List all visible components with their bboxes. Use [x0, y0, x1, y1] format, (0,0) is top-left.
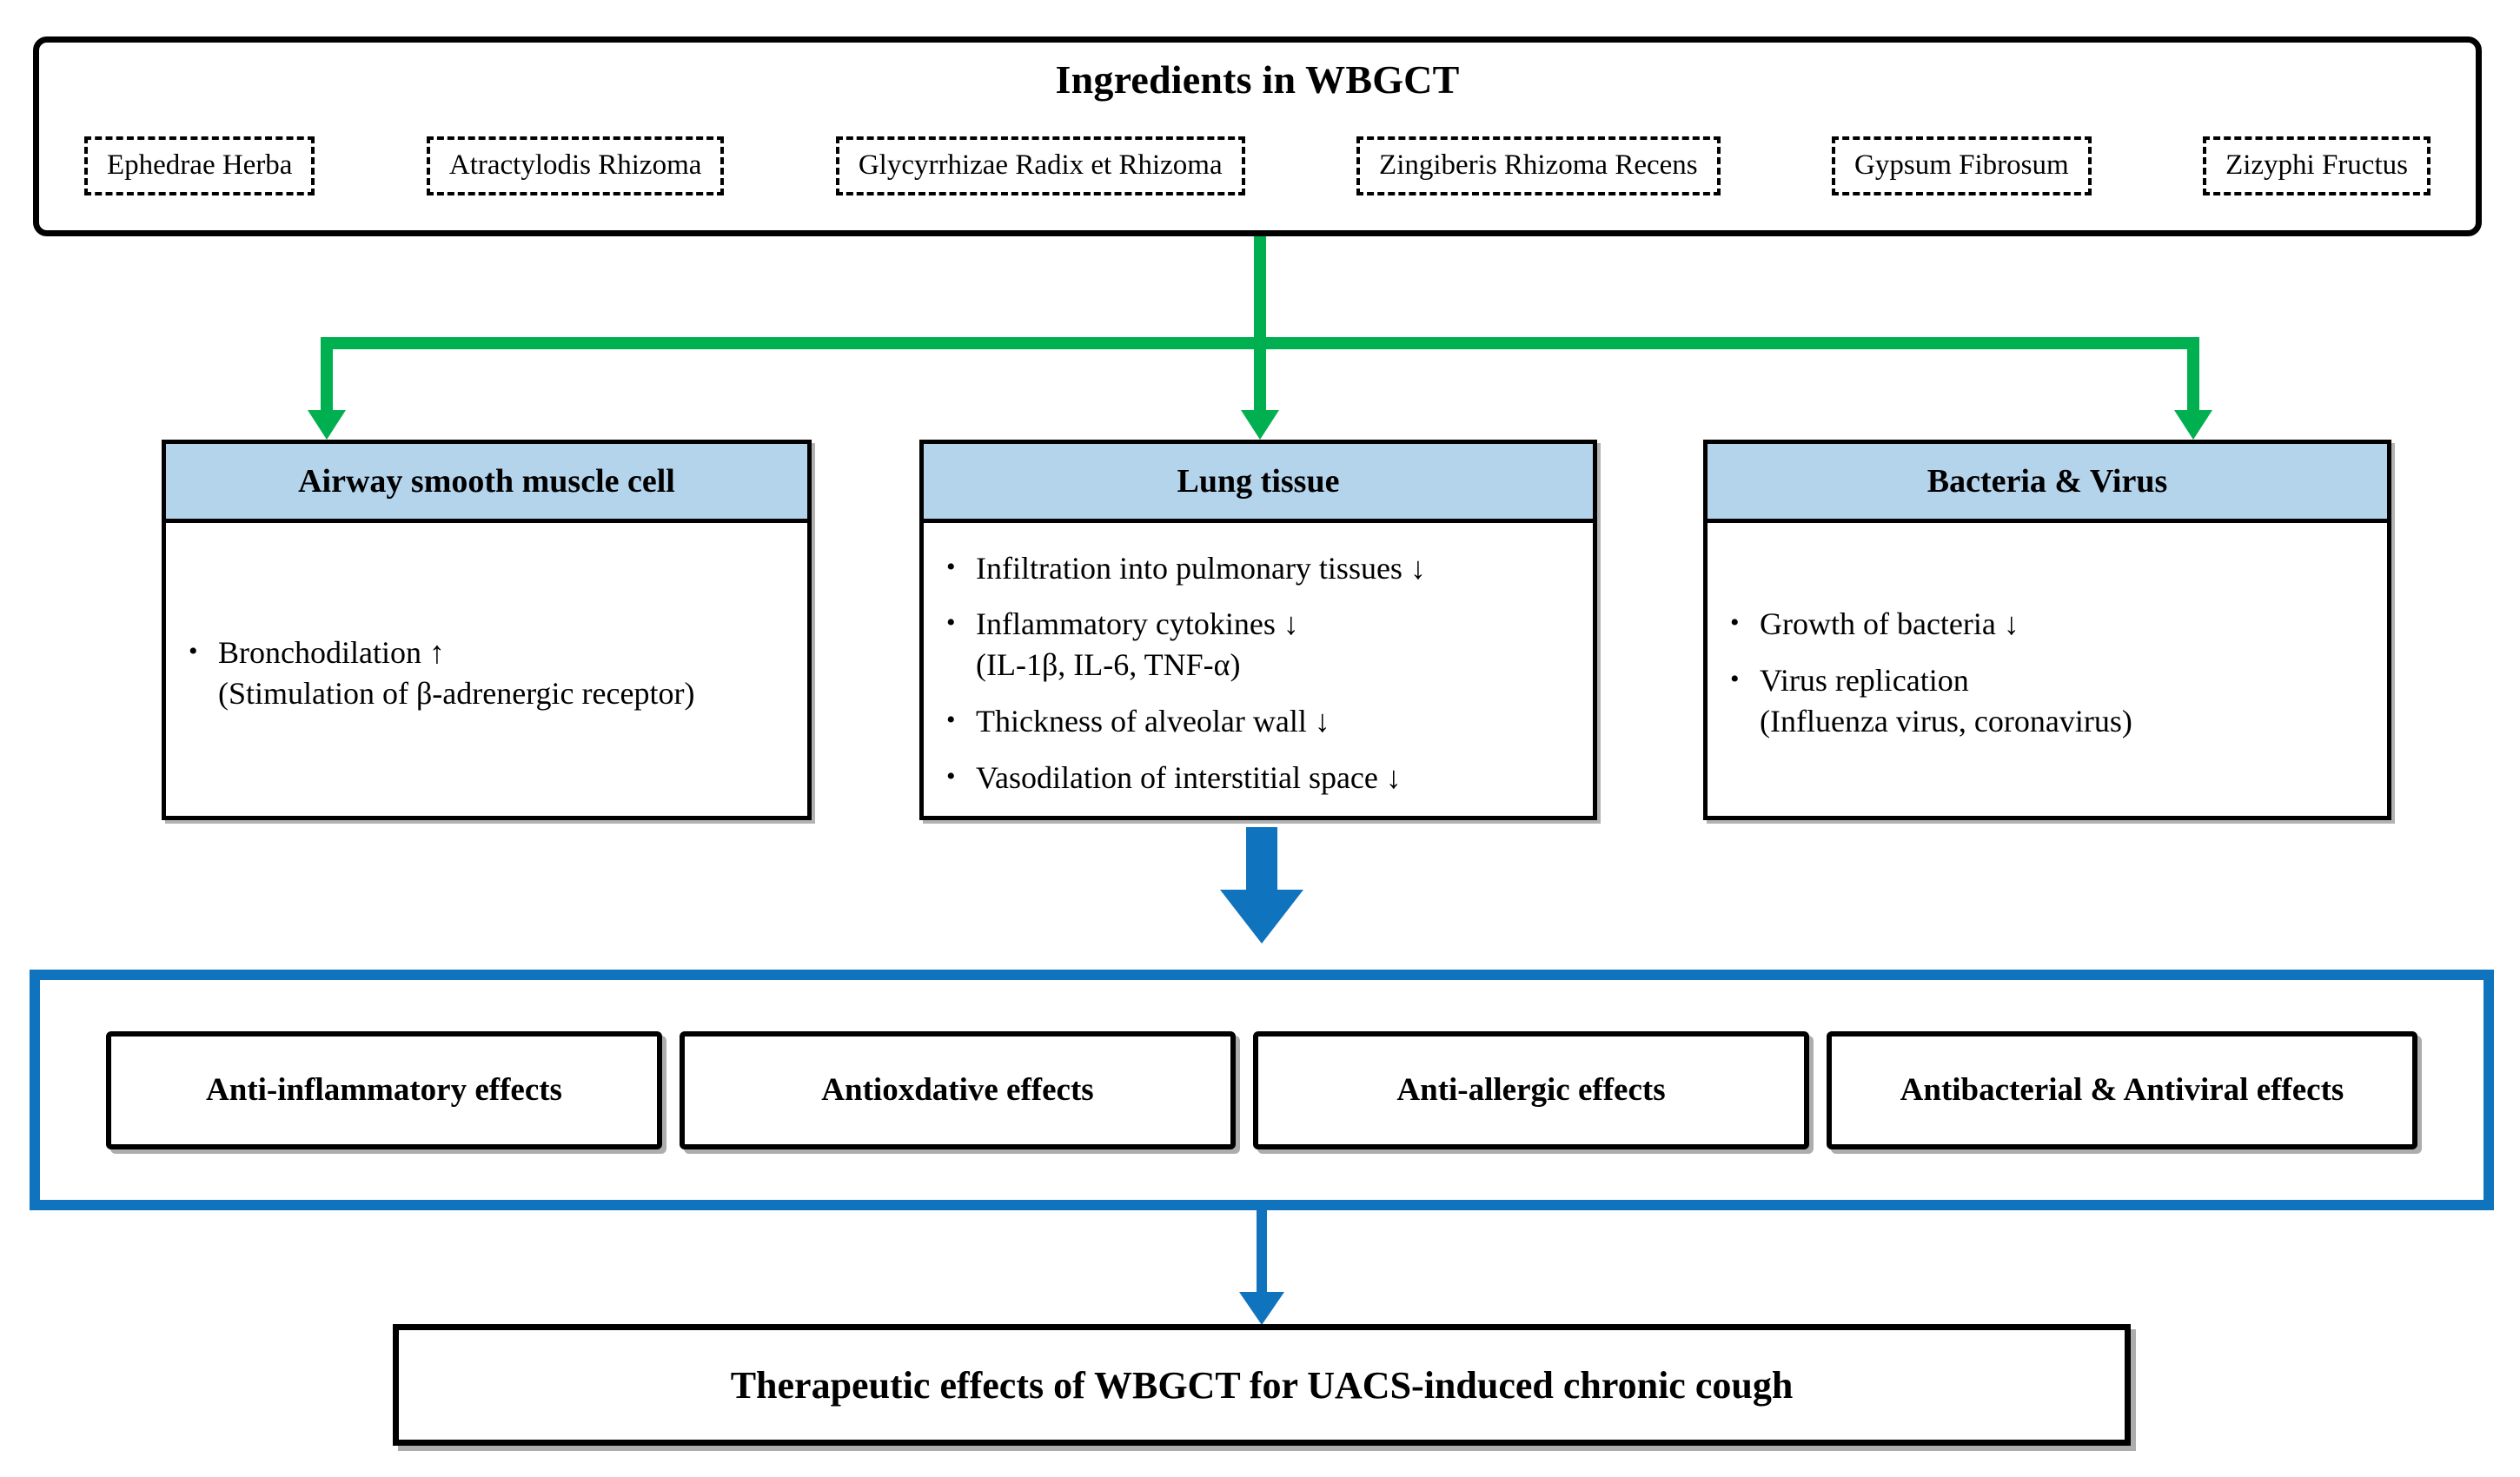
effects-list: Anti-inflammatory effects Antioxdative e…: [40, 980, 2484, 1200]
effect-box-antibacterial-antiviral: Antibacterial & Antiviral effects: [1827, 1030, 2417, 1149]
bullet-item: • Infiltration into pulmonary tissues ↓: [946, 548, 1570, 589]
ingredients-panel: Ingredients in WBGCT Ephedrae Herba Atra…: [33, 36, 2482, 236]
bullet-item: • Vasodilation of interstitial space ↓: [946, 758, 1570, 798]
bullet-item: • Virus replication (Influenza virus, co…: [1730, 660, 2364, 742]
target-header-lung-tissue: Lung tissue: [924, 444, 1593, 523]
green-connector-drop-left: [321, 337, 333, 412]
effect-box-anti-inflammatory: Anti-inflammatory effects: [106, 1030, 662, 1149]
bullet-marker: •: [1730, 608, 1740, 638]
target-box-bacteria-and-virus: Bacteria & Virus • Growth of bacteria ↓ …: [1703, 440, 2391, 820]
bullet-text: Bronchodilation ↑ (Stimulation of β-adre…: [218, 633, 785, 714]
bullet-sub-text: (IL-1β, IL-6, TNF-α): [976, 647, 1241, 683]
bullet-main-text: Bronchodilation ↑: [218, 634, 445, 670]
bullet-marker: •: [946, 552, 956, 581]
green-arrowhead-middle: [1241, 410, 1279, 440]
target-header-airway-smooth-muscle-cell: Airway smooth muscle cell: [166, 444, 807, 523]
bullet-text: Virus replication (Influenza virus, coro…: [1760, 660, 2364, 742]
bullet-marker: •: [946, 608, 956, 638]
conclusion-box: Therapeutic effects of WBGCT for UACS-in…: [393, 1324, 2131, 1446]
bullet-marker: •: [189, 636, 198, 666]
target-header-bacteria-and-virus: Bacteria & Virus: [1708, 444, 2387, 523]
blue-down-arrow-thick: [1220, 827, 1303, 944]
bullet-marker: •: [946, 705, 956, 734]
bullet-item: • Growth of bacteria ↓: [1730, 604, 2364, 645]
bullet-text: Growth of bacteria ↓: [1760, 604, 2364, 645]
ingredient-chip-ephedrae-herba: Ephedrae Herba: [84, 136, 315, 195]
bullet-text: Thickness of alveolar wall ↓: [976, 701, 1570, 742]
bullet-marker: •: [1730, 665, 1740, 694]
ingredient-chip-atractylodis-rhizoma: Atractylodis Rhizoma: [426, 136, 725, 195]
bullet-item: • Bronchodilation ↑ (Stimulation of β-ad…: [189, 633, 785, 714]
green-connector-drop-right: [2187, 337, 2199, 412]
bullet-text: Infiltration into pulmonary tissues ↓: [976, 548, 1570, 589]
bullet-marker: •: [946, 761, 956, 791]
ingredients-panel-title: Ingredients in WBGCT: [1055, 57, 1460, 102]
bullet-main-text: Thickness of alveolar wall ↓: [976, 703, 1330, 738]
green-arrowhead-right: [2174, 410, 2212, 440]
bullet-main-text: Growth of bacteria ↓: [1760, 606, 2019, 642]
bullet-text: Inflammatory cytokines ↓ (IL-1β, IL-6, T…: [976, 604, 1570, 686]
bullet-main-text: Virus replication: [1760, 663, 1969, 699]
bullet-item: • Thickness of alveolar wall ↓: [946, 701, 1570, 742]
effect-box-anti-allergic: Anti-allergic effects: [1253, 1030, 1809, 1149]
target-box-lung-tissue: Lung tissue • Infiltration into pulmonar…: [919, 440, 1597, 820]
blue-down-arrow-thin: [1239, 1210, 1284, 1325]
bullet-item: • Inflammatory cytokines ↓ (IL-1β, IL-6,…: [946, 604, 1570, 686]
green-connector-bus: [321, 337, 2199, 349]
bullet-main-text: Infiltration into pulmonary tissues ↓: [976, 550, 1426, 586]
ingredient-chip-gypsum-fibrosum: Gypsum Fibrosum: [1832, 136, 2092, 195]
ingredient-chip-zingiberis-rhizoma-recens: Zingiberis Rhizoma Recens: [1356, 136, 1721, 195]
effects-container: Anti-inflammatory effects Antioxdative e…: [30, 970, 2494, 1210]
target-box-airway-smooth-muscle-cell: Airway smooth muscle cell • Bronchodilat…: [162, 440, 812, 820]
bullet-sub-text: (Influenza virus, coronavirus): [1760, 703, 2132, 738]
bullet-sub-text: (Stimulation of β-adrenergic receptor): [218, 675, 695, 711]
target-body-bacteria-and-virus: • Growth of bacteria ↓ • Virus replicati…: [1708, 523, 2387, 816]
bullet-main-text: Inflammatory cytokines ↓: [976, 606, 1299, 642]
target-body-lung-tissue: • Infiltration into pulmonary tissues ↓ …: [924, 523, 1593, 816]
green-connector-stem: [1254, 236, 1266, 429]
bullet-text: Vasodilation of interstitial space ↓: [976, 758, 1570, 798]
ingredients-list: Ephedrae Herba Atractylodis Rhizoma Glyc…: [84, 136, 2430, 195]
ingredient-chip-zizyphi-fructus: Zizyphi Fructus: [2203, 136, 2430, 195]
bullet-main-text: Vasodilation of interstitial space ↓: [976, 759, 1402, 795]
ingredient-chip-glycyrrhizae-radix-et-rhizoma: Glycyrrhizae Radix et Rhizoma: [835, 136, 1245, 195]
effect-box-antioxdative: Antioxdative effects: [680, 1030, 1236, 1149]
green-arrowhead-left: [308, 410, 346, 440]
target-body-airway-smooth-muscle-cell: • Bronchodilation ↑ (Stimulation of β-ad…: [166, 523, 807, 816]
